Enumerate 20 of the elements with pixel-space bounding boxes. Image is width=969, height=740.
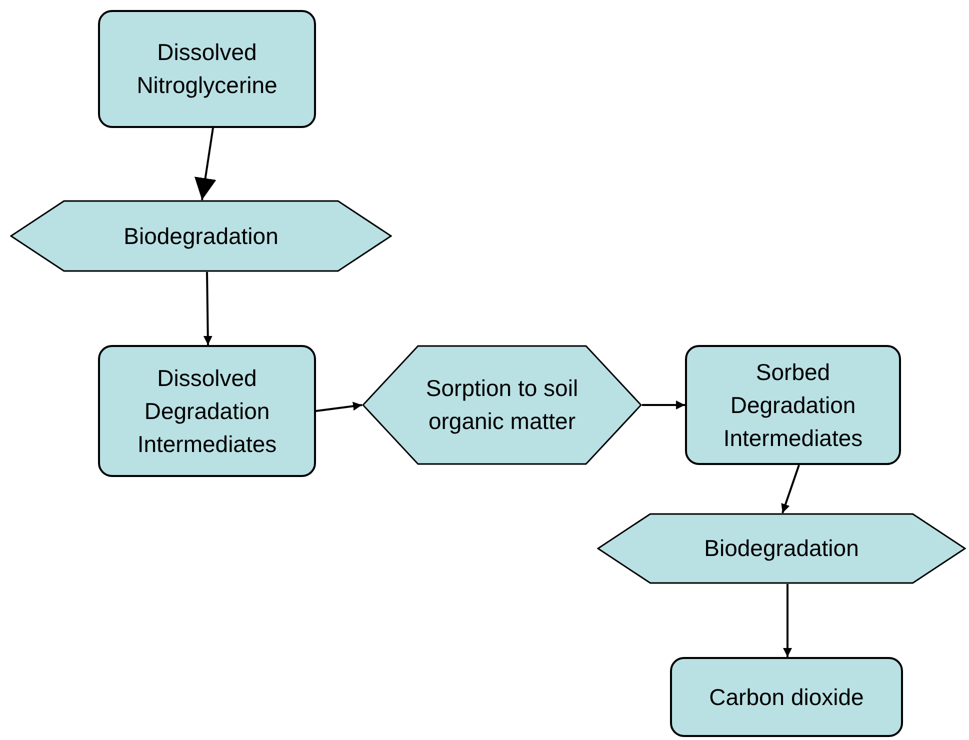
arrow	[642, 400, 685, 410]
node-label: Biodegradation	[704, 534, 859, 563]
node-label: Dissolved Degradation Intermediates	[136, 364, 278, 458]
substance-box	[670, 657, 903, 737]
process-hexagon	[10, 200, 392, 272]
substance-box	[98, 345, 316, 477]
arrow	[783, 584, 792, 657]
substance-box	[98, 10, 316, 128]
process-hexagon	[597, 513, 966, 584]
arrow	[781, 464, 800, 514]
arrow	[194, 128, 216, 200]
node-label: Biodegradation	[124, 222, 278, 251]
arrow	[316, 402, 362, 412]
substance-box	[685, 345, 901, 465]
process-hexagon	[362, 345, 642, 465]
node-label: Sorption to soil organic matter	[424, 374, 580, 436]
arrow	[203, 272, 212, 346]
node-label: Sorbed Degradation Intermediates	[722, 358, 864, 452]
node-label: Dissolved Nitroglycerine	[136, 38, 278, 100]
node-label: Carbon dioxide	[709, 682, 864, 712]
